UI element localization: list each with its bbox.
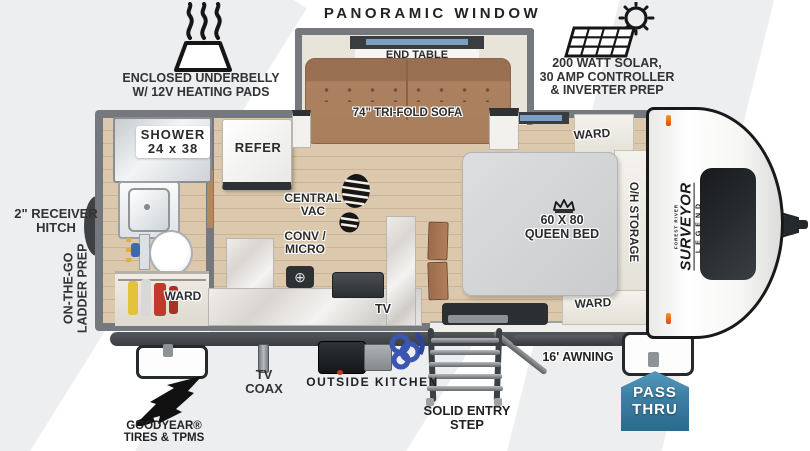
pass-thru-latch [648,352,659,367]
front-cap-window [700,168,756,280]
oh-storage-label: O/H STORAGE [627,181,639,263]
awning-roller [512,335,614,346]
folding-chair [427,221,449,261]
panoramic-window-label: PANORAMIC WINDOW [323,5,542,22]
ward-bath-label: WARD [164,289,202,303]
outside-kitchen-griddle [318,341,366,374]
goodyear-wingfoot-icon [136,376,202,426]
end-table-left [292,110,311,148]
sofa-label: 74" TRI-FOLD SOFA [352,107,463,119]
marker-light [666,313,671,324]
kitchen-partition [386,216,416,326]
solar-label: 200 WATT SOLAR,30 AMP CONTROLLER& INVERT… [539,56,675,97]
queen-bed [462,152,618,296]
clothes-darkred [169,286,178,314]
conv-micro-label: CONV /MICRO [284,229,326,256]
sink-faucet [144,204,150,210]
marker-light [666,115,671,126]
entry-bench-seat [448,315,508,323]
toilet-bowl [149,230,193,276]
pass-thru-label-2: THRU [632,401,678,418]
refrigerator [222,119,292,190]
brand-series: LEGEND [695,199,703,253]
clothes-red [154,283,166,316]
pass-thru-label-1: PASS [633,383,677,401]
outside-kitchen-griddle-knob [337,370,343,375]
rear-compartment-latch [163,344,173,357]
tv-label: TV [375,302,391,316]
crown-icon [553,199,575,213]
towel-hooks [126,238,131,266]
clothes-yellow [128,281,138,315]
end-table-label: END TABLE [385,49,449,61]
clothes-gray [141,279,151,316]
ward-bottom-label: WARD [574,295,612,311]
tv-coax-jack [258,344,269,373]
outside-kitchen-hose-icon [389,332,425,370]
folding-chair [427,261,449,301]
countertop-tv [332,272,384,298]
end-table-right [489,108,519,150]
awning-label: 16' AWNING [542,350,614,364]
oh-storage-label-wrap: O/H STORAGE [583,172,683,272]
outside-kitchen-cabinet [364,344,392,371]
goodyear-label: GOODYEAR®TIRES & TPMS [123,420,205,445]
sofa-tufting [315,84,499,102]
towel-blue [131,243,140,257]
heating-pads-icon [174,2,232,72]
closet-rod [118,279,206,281]
sink-basin [128,188,170,232]
outside-kitchen-label: OUTSIDE KITCHEN [306,375,439,389]
refer-label: REFER [234,140,282,155]
slideout-window [350,36,484,49]
boot-print-icon [339,174,371,233]
bedroom-top-window [513,112,569,124]
solar-icon [564,2,655,58]
bathroom-pocket-door [207,170,213,228]
cooktop-icon: ⊕ [286,266,314,288]
